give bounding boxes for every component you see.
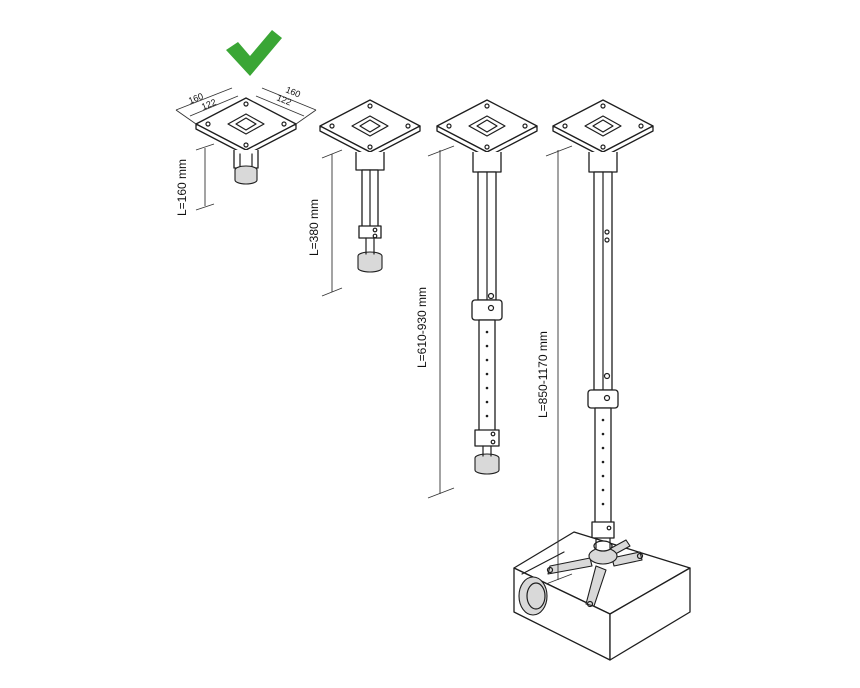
checkmark-icon xyxy=(226,30,282,76)
length-label-610-930: L=610-930 mm xyxy=(415,287,429,368)
mount-610-930 xyxy=(427,99,538,499)
mount-850-1170 xyxy=(513,99,691,661)
mount-160 xyxy=(175,87,317,211)
length-label-380: L=380 mm xyxy=(307,199,321,256)
length-label-850-1170: L=850-1170 mm xyxy=(536,331,550,418)
mount-380 xyxy=(319,99,421,297)
length-label-160: L=160 mm xyxy=(175,159,189,216)
